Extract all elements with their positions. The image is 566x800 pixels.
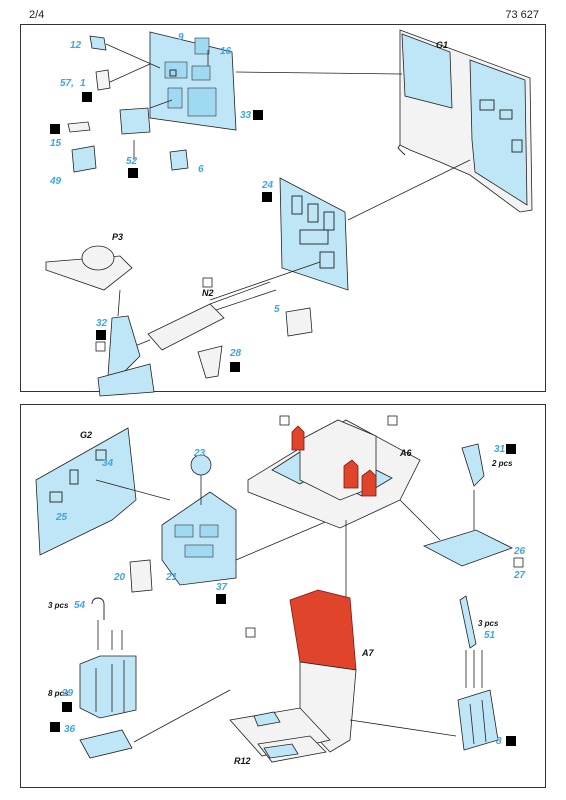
label-g1: G1 <box>436 40 448 50</box>
part-54-shape <box>91 597 105 620</box>
check-icon <box>96 330 106 340</box>
check-icon <box>62 702 72 712</box>
seat-a7 <box>229 589 357 763</box>
part-29-stack <box>79 655 137 719</box>
part-54-quantity: 3 pcs <box>48 601 69 610</box>
part-52-number: 52 <box>126 156 138 167</box>
label-a7: A7 <box>361 648 374 658</box>
part-36-number: 36 <box>64 724 76 735</box>
part-52-shape <box>119 107 151 135</box>
part-54-number: 54 <box>74 600 86 611</box>
label-r12: R12 <box>234 756 251 766</box>
part-28-number: 28 <box>229 348 242 359</box>
fret-icon <box>245 627 256 638</box>
check-icon <box>128 168 138 178</box>
label-p3: P3 <box>112 232 123 242</box>
panel-g1 <box>397 29 533 213</box>
part-26-number: 26 <box>513 546 526 557</box>
page-number: 2/4 <box>29 9 45 21</box>
part-8-shape <box>457 689 499 751</box>
check-icon <box>50 124 60 134</box>
part-26-shape <box>422 529 514 567</box>
check-icon <box>262 192 272 202</box>
part-51-shape <box>459 595 477 649</box>
part-5-number: 5 <box>274 304 280 315</box>
part-21-number: 21 <box>165 572 178 583</box>
part-20-shape <box>129 559 153 593</box>
part-24-number: 24 <box>261 180 274 191</box>
part-37-number: 37 <box>216 582 228 593</box>
part-12-shape <box>89 35 107 51</box>
part-6-shape <box>169 149 189 171</box>
part-28-shape <box>197 345 223 379</box>
part-31-quantity: 2 pcs <box>491 459 513 468</box>
part-51-number: 51 <box>484 630 496 641</box>
check-icon <box>82 92 92 102</box>
lower-instruction-panel <box>20 404 546 788</box>
part-25-number: 25 <box>55 512 68 523</box>
label-g2: G2 <box>80 430 92 440</box>
part-36-shape <box>79 729 133 759</box>
check-icon <box>506 444 516 454</box>
label-n2: N2 <box>202 288 214 298</box>
part-23-number: 23 <box>193 448 206 459</box>
instrument-panel-frame <box>149 31 237 131</box>
upper-instruction-panel <box>20 24 546 392</box>
part-31-number: 31 <box>494 444 506 455</box>
part-32-detail <box>97 363 155 397</box>
check-icon <box>216 594 226 604</box>
part-31-shape <box>461 443 485 487</box>
part-32-shape <box>107 315 141 377</box>
part-12-number: 12 <box>70 40 82 51</box>
part-32-number: 32 <box>96 318 108 329</box>
glare-shield-p3 <box>45 245 133 291</box>
part-15-shape <box>67 121 91 133</box>
seat-back-frame <box>161 491 237 586</box>
fret-icon <box>279 415 290 426</box>
part-6-number: 6 <box>198 164 204 175</box>
part-16-number: 16 <box>220 46 232 57</box>
part-49-shape <box>71 145 97 173</box>
part-33-number: 33 <box>240 110 252 121</box>
part-57-number: 57, <box>60 78 74 89</box>
label-a6: A6 <box>399 448 412 458</box>
part-51-quantity: 3 pcs <box>478 619 499 628</box>
panel-g2 <box>35 427 137 556</box>
part-27-number: 27 <box>513 570 526 581</box>
part-15-number: 15 <box>50 138 62 149</box>
catalog-number: 73 627 <box>505 9 539 21</box>
fret-icon <box>202 277 213 288</box>
check-icon <box>506 736 516 746</box>
fret-icon <box>387 415 398 426</box>
gun-n2 <box>119 281 277 353</box>
check-icon <box>253 110 263 120</box>
part-5-shape <box>285 307 313 337</box>
part-29-quantity: 8 pcs <box>48 689 69 698</box>
part-9-number: 9 <box>178 32 184 43</box>
part-29-number: 29 <box>61 688 74 699</box>
part-20-number: 20 <box>113 572 126 583</box>
part-49-number: 49 <box>49 176 62 187</box>
fret-icon <box>95 341 106 352</box>
part-8-number: 8 <box>496 736 502 747</box>
part-1-number: 1 <box>80 78 86 89</box>
fret-icon <box>513 557 524 568</box>
side-panel-frame <box>279 177 349 291</box>
part-57-shape <box>95 69 111 91</box>
floor-a6 <box>247 419 421 529</box>
check-icon <box>230 362 240 372</box>
part-34-number: 34 <box>102 458 114 469</box>
check-icon <box>50 722 60 732</box>
